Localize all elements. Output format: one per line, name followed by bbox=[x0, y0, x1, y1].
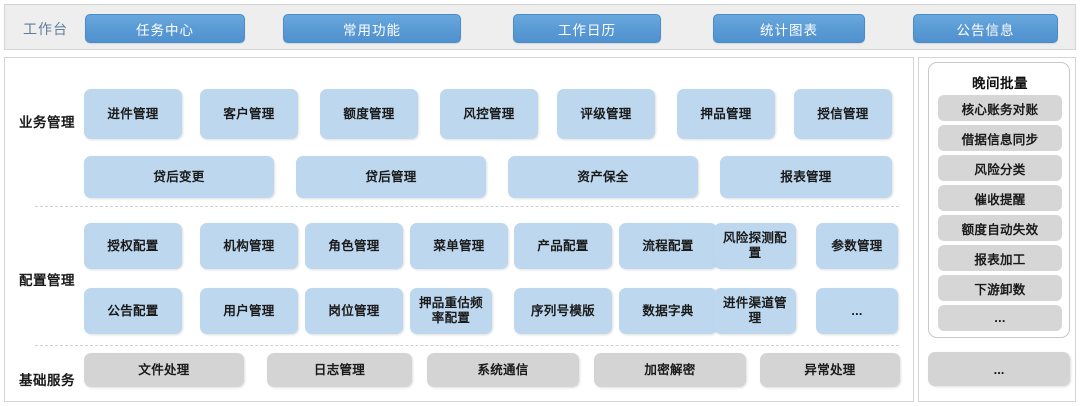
nav-button-1[interactable]: 任务中心 bbox=[85, 14, 245, 43]
module-tile[interactable]: 公告配置 bbox=[84, 288, 182, 334]
module-tile[interactable]: 授权配置 bbox=[84, 223, 182, 269]
batch-job-item[interactable]: 风险分类 bbox=[938, 155, 1062, 181]
module-tile[interactable]: 贷后管理 bbox=[296, 156, 486, 198]
batch-more-tile[interactable]: ... bbox=[928, 352, 1070, 386]
batch-job-item[interactable]: 下游卸数 bbox=[938, 275, 1062, 301]
nav-button-2[interactable]: 常用功能 bbox=[283, 14, 461, 43]
module-tile[interactable]: 日志管理 bbox=[267, 353, 412, 387]
module-tile[interactable]: 菜单管理 bbox=[410, 223, 508, 269]
section-label-3: 基础服务 bbox=[19, 373, 75, 388]
module-tile[interactable]: 评级管理 bbox=[557, 89, 655, 139]
module-tile[interactable]: 机构管理 bbox=[200, 223, 298, 269]
module-tile[interactable]: 资产保全 bbox=[508, 156, 698, 198]
section-divider-2 bbox=[35, 345, 899, 346]
module-tile[interactable]: 押品重估频率配置 bbox=[410, 288, 492, 334]
section-divider-1 bbox=[35, 206, 899, 207]
batch-job-item[interactable]: 核心账务对账 bbox=[938, 95, 1062, 121]
section-label-2: 配置管理 bbox=[19, 273, 75, 288]
batch-job-item[interactable]: 报表加工 bbox=[938, 245, 1062, 271]
module-tile[interactable]: 客户管理 bbox=[200, 89, 298, 139]
module-tile[interactable]: 额度管理 bbox=[320, 89, 418, 139]
workbench-toolbar: 工作台 任务中心 常用功能 工作日历 统计图表 公告信息 bbox=[4, 4, 1076, 50]
nav-button-3[interactable]: 工作日历 bbox=[513, 14, 661, 43]
module-tile[interactable]: 风控管理 bbox=[440, 89, 538, 139]
module-tile[interactable]: 贷后变更 bbox=[84, 156, 274, 198]
nav-button-5[interactable]: 公告信息 bbox=[913, 14, 1058, 43]
batch-job-item[interactable]: 借据信息同步 bbox=[938, 125, 1062, 151]
nightly-batch-title: 晚间批量 bbox=[972, 76, 1028, 91]
batch-job-item[interactable]: 催收提醒 bbox=[938, 185, 1062, 211]
section-label-1: 业务管理 bbox=[19, 115, 75, 130]
nav-button-4[interactable]: 统计图表 bbox=[713, 14, 865, 43]
workbench-label: 工作台 bbox=[23, 21, 68, 37]
module-tile[interactable]: 授信管理 bbox=[794, 89, 892, 139]
module-tile[interactable]: 数据字典 bbox=[619, 288, 717, 334]
module-tile[interactable]: 报表管理 bbox=[720, 156, 892, 198]
module-tile[interactable]: 参数管理 bbox=[816, 223, 898, 269]
module-tile[interactable]: 用户管理 bbox=[200, 288, 298, 334]
module-tile[interactable]: 角色管理 bbox=[305, 223, 403, 269]
module-tile[interactable]: ... bbox=[816, 288, 898, 334]
module-tile[interactable]: 流程配置 bbox=[619, 223, 717, 269]
module-tile[interactable]: 系统通信 bbox=[427, 353, 579, 387]
nightly-batch-panel: 晚间批量 核心账务对账借据信息同步风险分类催收提醒额度自动失效报表加工下游卸数.… bbox=[928, 62, 1070, 338]
module-tile[interactable]: 文件处理 bbox=[84, 353, 244, 387]
batch-job-item[interactable]: 额度自动失效 bbox=[938, 215, 1062, 241]
module-tile[interactable]: 加密解密 bbox=[594, 353, 746, 387]
module-tile[interactable]: 异常处理 bbox=[760, 353, 900, 387]
module-map-panel: 业务管理进件管理客户管理额度管理风控管理评级管理押品管理授信管理贷后变更贷后管理… bbox=[4, 57, 914, 402]
module-tile[interactable]: 押品管理 bbox=[677, 89, 775, 139]
module-tile[interactable]: 产品配置 bbox=[514, 223, 612, 269]
module-tile[interactable]: 风险探测配置 bbox=[714, 223, 796, 269]
module-tile[interactable]: 进件管理 bbox=[84, 89, 182, 139]
batch-job-item[interactable]: ... bbox=[938, 305, 1062, 331]
module-tile[interactable]: 序列号模版 bbox=[514, 288, 612, 334]
module-tile[interactable]: 进件渠道管理 bbox=[714, 288, 796, 334]
module-tile[interactable]: 岗位管理 bbox=[305, 288, 403, 334]
batch-column-frame bbox=[918, 57, 1076, 402]
